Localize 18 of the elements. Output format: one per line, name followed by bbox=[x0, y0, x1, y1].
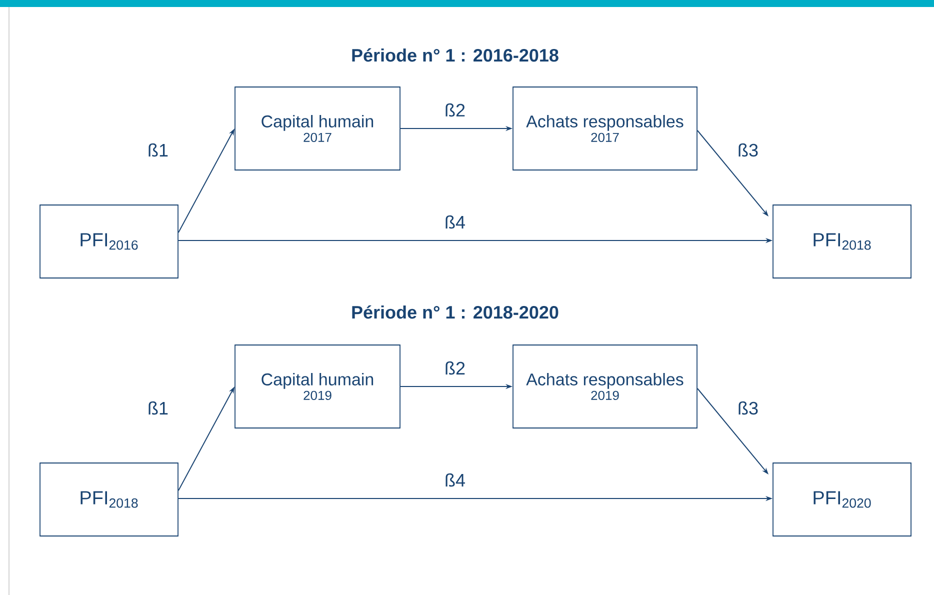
edge-label: ß3 bbox=[738, 401, 758, 415]
variable-box: PFI$_{2018}$ bbox=[772, 204, 912, 278]
edge-label: ß4 bbox=[446, 215, 465, 229]
edge-label: ß4 bbox=[446, 473, 465, 487]
variable-box: Achats responsables 2019 bbox=[512, 344, 698, 428]
edge-label: ß3 bbox=[738, 143, 758, 157]
period-heading: Période n° 1 : 2016-2018 bbox=[352, 48, 558, 62]
variable-box: PFI$_{2018}$ bbox=[40, 462, 178, 536]
edge-label: ß1 bbox=[148, 401, 168, 415]
period-heading: Période n° 1 : 2018-2020 bbox=[352, 305, 558, 319]
variable-box: Capital humain 2019 bbox=[234, 344, 400, 428]
variable-box: Achats responsables 2017 bbox=[512, 86, 698, 170]
edge-label: ß2 bbox=[446, 361, 465, 375]
variable-box: Capital humain 2017 bbox=[234, 86, 400, 170]
variable-box: PFI$_{2016}$ bbox=[40, 204, 178, 278]
edge-label: ß2 bbox=[446, 103, 465, 117]
edge-label: ß1 bbox=[148, 143, 168, 157]
variable-box: PFI$_{2020}$ bbox=[772, 462, 912, 536]
